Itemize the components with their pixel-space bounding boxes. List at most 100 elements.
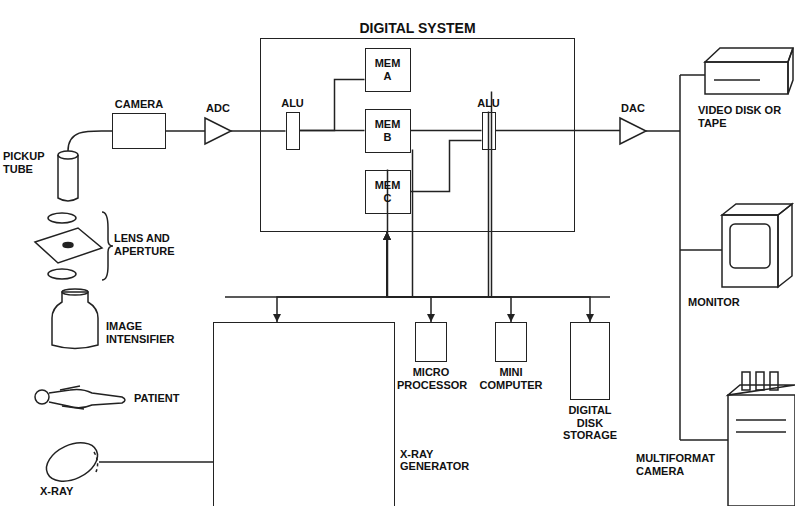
signal-connector bbox=[231, 130, 286, 132]
box-label: ALU bbox=[477, 97, 500, 110]
signal-connector bbox=[166, 130, 205, 132]
signal-connector bbox=[411, 141, 482, 192]
video-disk-icon-part bbox=[705, 48, 793, 62]
computer-box: MINI COMPUTER bbox=[495, 322, 527, 362]
part-label: IMAGE INTENSIFIER bbox=[106, 320, 196, 345]
patient-figure bbox=[35, 386, 125, 409]
box-label: MEM B bbox=[371, 118, 405, 143]
video-disk-icon bbox=[705, 48, 793, 94]
output-wiring-part bbox=[680, 74, 705, 76]
lens-aperture-part bbox=[48, 213, 76, 223]
memory-box: MEM B bbox=[365, 109, 411, 153]
pickup-tube-part bbox=[58, 155, 78, 201]
signal-connector bbox=[277, 232, 387, 322]
multiformat-camera-icon-part bbox=[736, 431, 786, 433]
part-label: PICKUP TUBE bbox=[3, 150, 55, 175]
video-disk-icon-part bbox=[788, 48, 793, 94]
lens-aperture-part bbox=[63, 243, 73, 248]
arrow-head bbox=[586, 314, 594, 322]
x-ray-tube-part bbox=[94, 452, 98, 472]
dac-amplifier: DAC bbox=[620, 118, 646, 144]
amplifier-outline bbox=[620, 118, 646, 144]
monitor-icon bbox=[722, 204, 792, 287]
part-label: MULTIFORMAT CAMERA bbox=[636, 452, 724, 477]
box-label: MEM C bbox=[371, 179, 405, 204]
box-label: DIGITAL DISK STORAGE bbox=[560, 404, 620, 442]
patient-figure-part bbox=[60, 386, 84, 409]
x-ray-tube-part bbox=[40, 435, 103, 489]
arrow-head bbox=[383, 232, 391, 240]
image-intensifier bbox=[52, 289, 98, 349]
box-label: X-RAY GENERATOR bbox=[400, 448, 480, 473]
disk-storage-box: DIGITAL DISK STORAGE bbox=[570, 322, 610, 400]
output-wiring-part bbox=[680, 249, 722, 251]
box-label: MINI COMPUTER bbox=[477, 366, 545, 391]
output-wiring-part bbox=[679, 75, 681, 440]
arrow-head bbox=[383, 232, 391, 240]
arrow-head bbox=[383, 232, 391, 240]
output-wiring-part bbox=[680, 439, 728, 441]
signal-connector bbox=[489, 92, 492, 298]
lens-aperture bbox=[35, 212, 113, 280]
arrow-head bbox=[427, 314, 435, 322]
output-wiring-part bbox=[646, 130, 680, 132]
monitor-icon-part bbox=[778, 204, 792, 287]
box-label: MICRO PROCESSOR bbox=[397, 366, 465, 391]
pickup-tube-part bbox=[58, 151, 78, 159]
box-label: CAMERA bbox=[115, 98, 163, 111]
monitor-icon-part bbox=[730, 224, 770, 268]
video-disk-icon-part bbox=[705, 62, 788, 94]
signal-connector bbox=[387, 232, 511, 322]
box-label: DAC bbox=[621, 102, 645, 115]
lens-aperture-part bbox=[35, 228, 102, 263]
patient-figure-part bbox=[49, 389, 125, 407]
image-intensifier-part bbox=[62, 289, 88, 295]
adc-amplifier: ADC bbox=[205, 118, 231, 144]
camera-box: CAMERA bbox=[112, 113, 166, 149]
pickup-tube-part bbox=[68, 131, 112, 151]
memory-box: MEM A bbox=[365, 48, 411, 92]
x-ray-tube-part bbox=[99, 461, 213, 463]
part-label: X-RAY bbox=[40, 485, 73, 498]
monitor-icon-part bbox=[722, 204, 792, 215]
multiformat-camera-icon-part bbox=[728, 395, 795, 506]
patient-figure-part bbox=[35, 390, 49, 404]
box-label: ADC bbox=[206, 102, 230, 115]
signal-connector bbox=[300, 80, 365, 131]
multiformat-camera-icon bbox=[728, 372, 795, 506]
pickup-tube bbox=[58, 131, 112, 201]
arrow-head bbox=[273, 314, 281, 322]
arrow-head bbox=[507, 314, 515, 322]
image-intensifier-part bbox=[52, 292, 98, 349]
x-ray-tube bbox=[40, 435, 213, 489]
lens-aperture-part bbox=[48, 269, 76, 279]
system-block: DIGITAL SYSTEMALUMEM AMEM BMEM CALU bbox=[260, 38, 575, 232]
processor-box: MICRO PROCESSOR bbox=[415, 322, 447, 362]
amplifier-outline bbox=[205, 118, 231, 144]
box-label: MEM A bbox=[371, 57, 405, 82]
memory-box: MEM C bbox=[365, 170, 411, 214]
part-label: VIDEO DISK OR TAPE bbox=[698, 104, 790, 129]
video-disk-icon-part bbox=[714, 79, 760, 81]
multiformat-camera-icon-part bbox=[742, 372, 750, 390]
box-label: ALU bbox=[281, 97, 304, 110]
alu-box: ALU bbox=[482, 112, 496, 150]
multiformat-camera-icon-part bbox=[770, 372, 778, 390]
amplifier-triangle bbox=[205, 118, 231, 144]
signal-connector bbox=[496, 130, 621, 132]
part-label: LENS AND APERTURE bbox=[114, 232, 186, 257]
output-wiring bbox=[646, 75, 728, 440]
part-label: PATIENT bbox=[134, 392, 179, 405]
monitor-icon-part bbox=[722, 215, 778, 287]
arrow-head bbox=[383, 232, 391, 240]
multiformat-camera-icon-part bbox=[756, 372, 764, 390]
amplifier-triangle bbox=[620, 118, 646, 144]
generator-box: X-RAY GENERATOR bbox=[213, 322, 395, 506]
lens-aperture-part bbox=[102, 212, 113, 280]
box-label: DIGITAL SYSTEM bbox=[359, 20, 475, 36]
signal-connector bbox=[387, 232, 590, 322]
part-label: MONITOR bbox=[688, 296, 740, 309]
signal-connector bbox=[411, 130, 482, 132]
multiformat-camera-icon-part bbox=[736, 419, 786, 421]
alu-box: ALU bbox=[286, 112, 300, 150]
